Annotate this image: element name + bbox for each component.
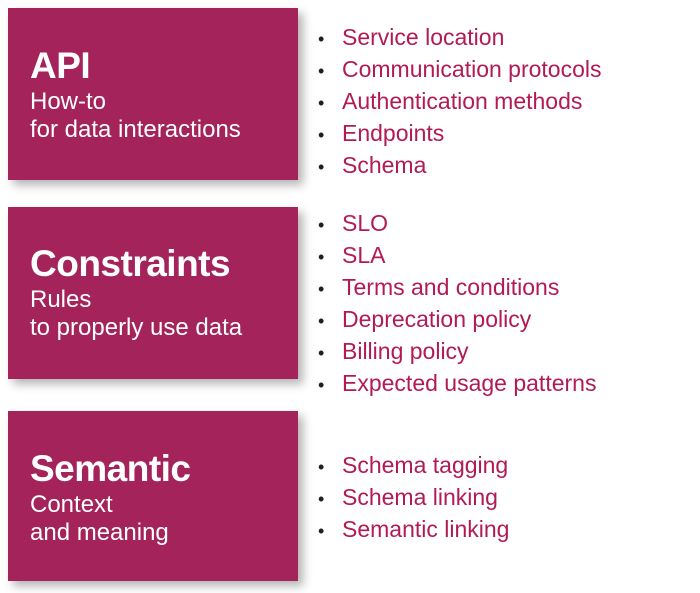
bullet-dot-icon: •: [318, 215, 325, 235]
block-api: API How-to for data interactions • Servi…: [0, 8, 700, 180]
constraints-bullet-list: • SLO • SLA • Terms and conditions • Dep…: [318, 207, 690, 396]
list-item: • SLA: [318, 240, 690, 272]
semantic-card-title: Semantic: [30, 447, 191, 489]
bullet-dot-icon: •: [318, 125, 325, 145]
api-card-title: API: [30, 44, 91, 86]
semantic-card-subtitle-line2: and meaning: [30, 519, 169, 547]
list-item-label: SLO: [342, 210, 389, 236]
semantic-card-subtitle-line1: Context: [30, 490, 113, 518]
block-semantic: Semantic Context and meaning • Schema ta…: [0, 411, 700, 581]
list-item: • Schema linking: [318, 482, 690, 514]
list-item-label: Semantic linking: [342, 516, 510, 542]
list-item: • Authentication methods: [318, 86, 690, 118]
bullet-dot-icon: •: [318, 489, 325, 509]
bullet-dot-icon: •: [318, 279, 325, 299]
bullet-dot-icon: •: [318, 61, 325, 81]
api-bullet-list: • Service location • Communication proto…: [318, 8, 690, 180]
list-item: • Schema tagging: [318, 450, 690, 482]
semantic-bullet-list: • Schema tagging • Schema linking • Sema…: [318, 411, 690, 581]
bullet-dot-icon: •: [318, 93, 325, 113]
constraints-card-subtitle-line2: to properly use data: [30, 314, 243, 342]
api-card: API How-to for data interactions: [8, 8, 298, 180]
list-item-label: Terms and conditions: [342, 274, 560, 300]
bullet-dot-icon: •: [318, 157, 325, 177]
list-item: • Schema: [318, 150, 690, 182]
bullet-dot-icon: •: [318, 29, 325, 49]
list-item-label: Deprecation policy: [342, 306, 532, 332]
list-item-label: SLA: [342, 242, 386, 268]
bullet-dot-icon: •: [318, 521, 325, 541]
list-item: • Deprecation policy: [318, 304, 690, 336]
list-item: • SLO: [318, 208, 690, 240]
bullet-dot-icon: •: [318, 375, 325, 395]
constraints-card-subtitle-line1: Rules: [30, 285, 92, 313]
bullet-dot-icon: •: [318, 311, 325, 331]
semantic-card: Semantic Context and meaning: [8, 411, 298, 581]
list-item: • Expected usage patterns: [318, 368, 690, 400]
list-item-label: Schema: [342, 152, 427, 178]
list-item-label: Schema linking: [342, 484, 498, 510]
list-item: • Communication protocols: [318, 54, 690, 86]
list-item-label: Billing policy: [342, 338, 469, 364]
list-item: • Terms and conditions: [318, 272, 690, 304]
list-item-label: Communication protocols: [342, 56, 602, 82]
constraints-card: Constraints Rules to properly use data: [8, 207, 298, 379]
bullet-dot-icon: •: [318, 457, 325, 477]
list-item-label: Expected usage patterns: [342, 370, 597, 396]
list-item-label: Authentication methods: [342, 88, 583, 114]
block-constraints: Constraints Rules to properly use data •…: [0, 207, 700, 396]
api-card-subtitle-line1: How-to: [30, 87, 107, 115]
list-item: • Billing policy: [318, 336, 690, 368]
list-item-label: Service location: [342, 24, 505, 50]
constraints-card-title: Constraints: [30, 242, 231, 284]
list-item: • Semantic linking: [318, 514, 690, 546]
list-item-label: Schema tagging: [342, 452, 509, 478]
list-item: • Endpoints: [318, 118, 690, 150]
bullet-dot-icon: •: [318, 343, 325, 363]
api-card-subtitle-line2: for data interactions: [30, 116, 241, 144]
list-item-label: Endpoints: [342, 120, 445, 146]
list-item: • Service location: [318, 22, 690, 54]
bullet-dot-icon: •: [318, 247, 325, 267]
